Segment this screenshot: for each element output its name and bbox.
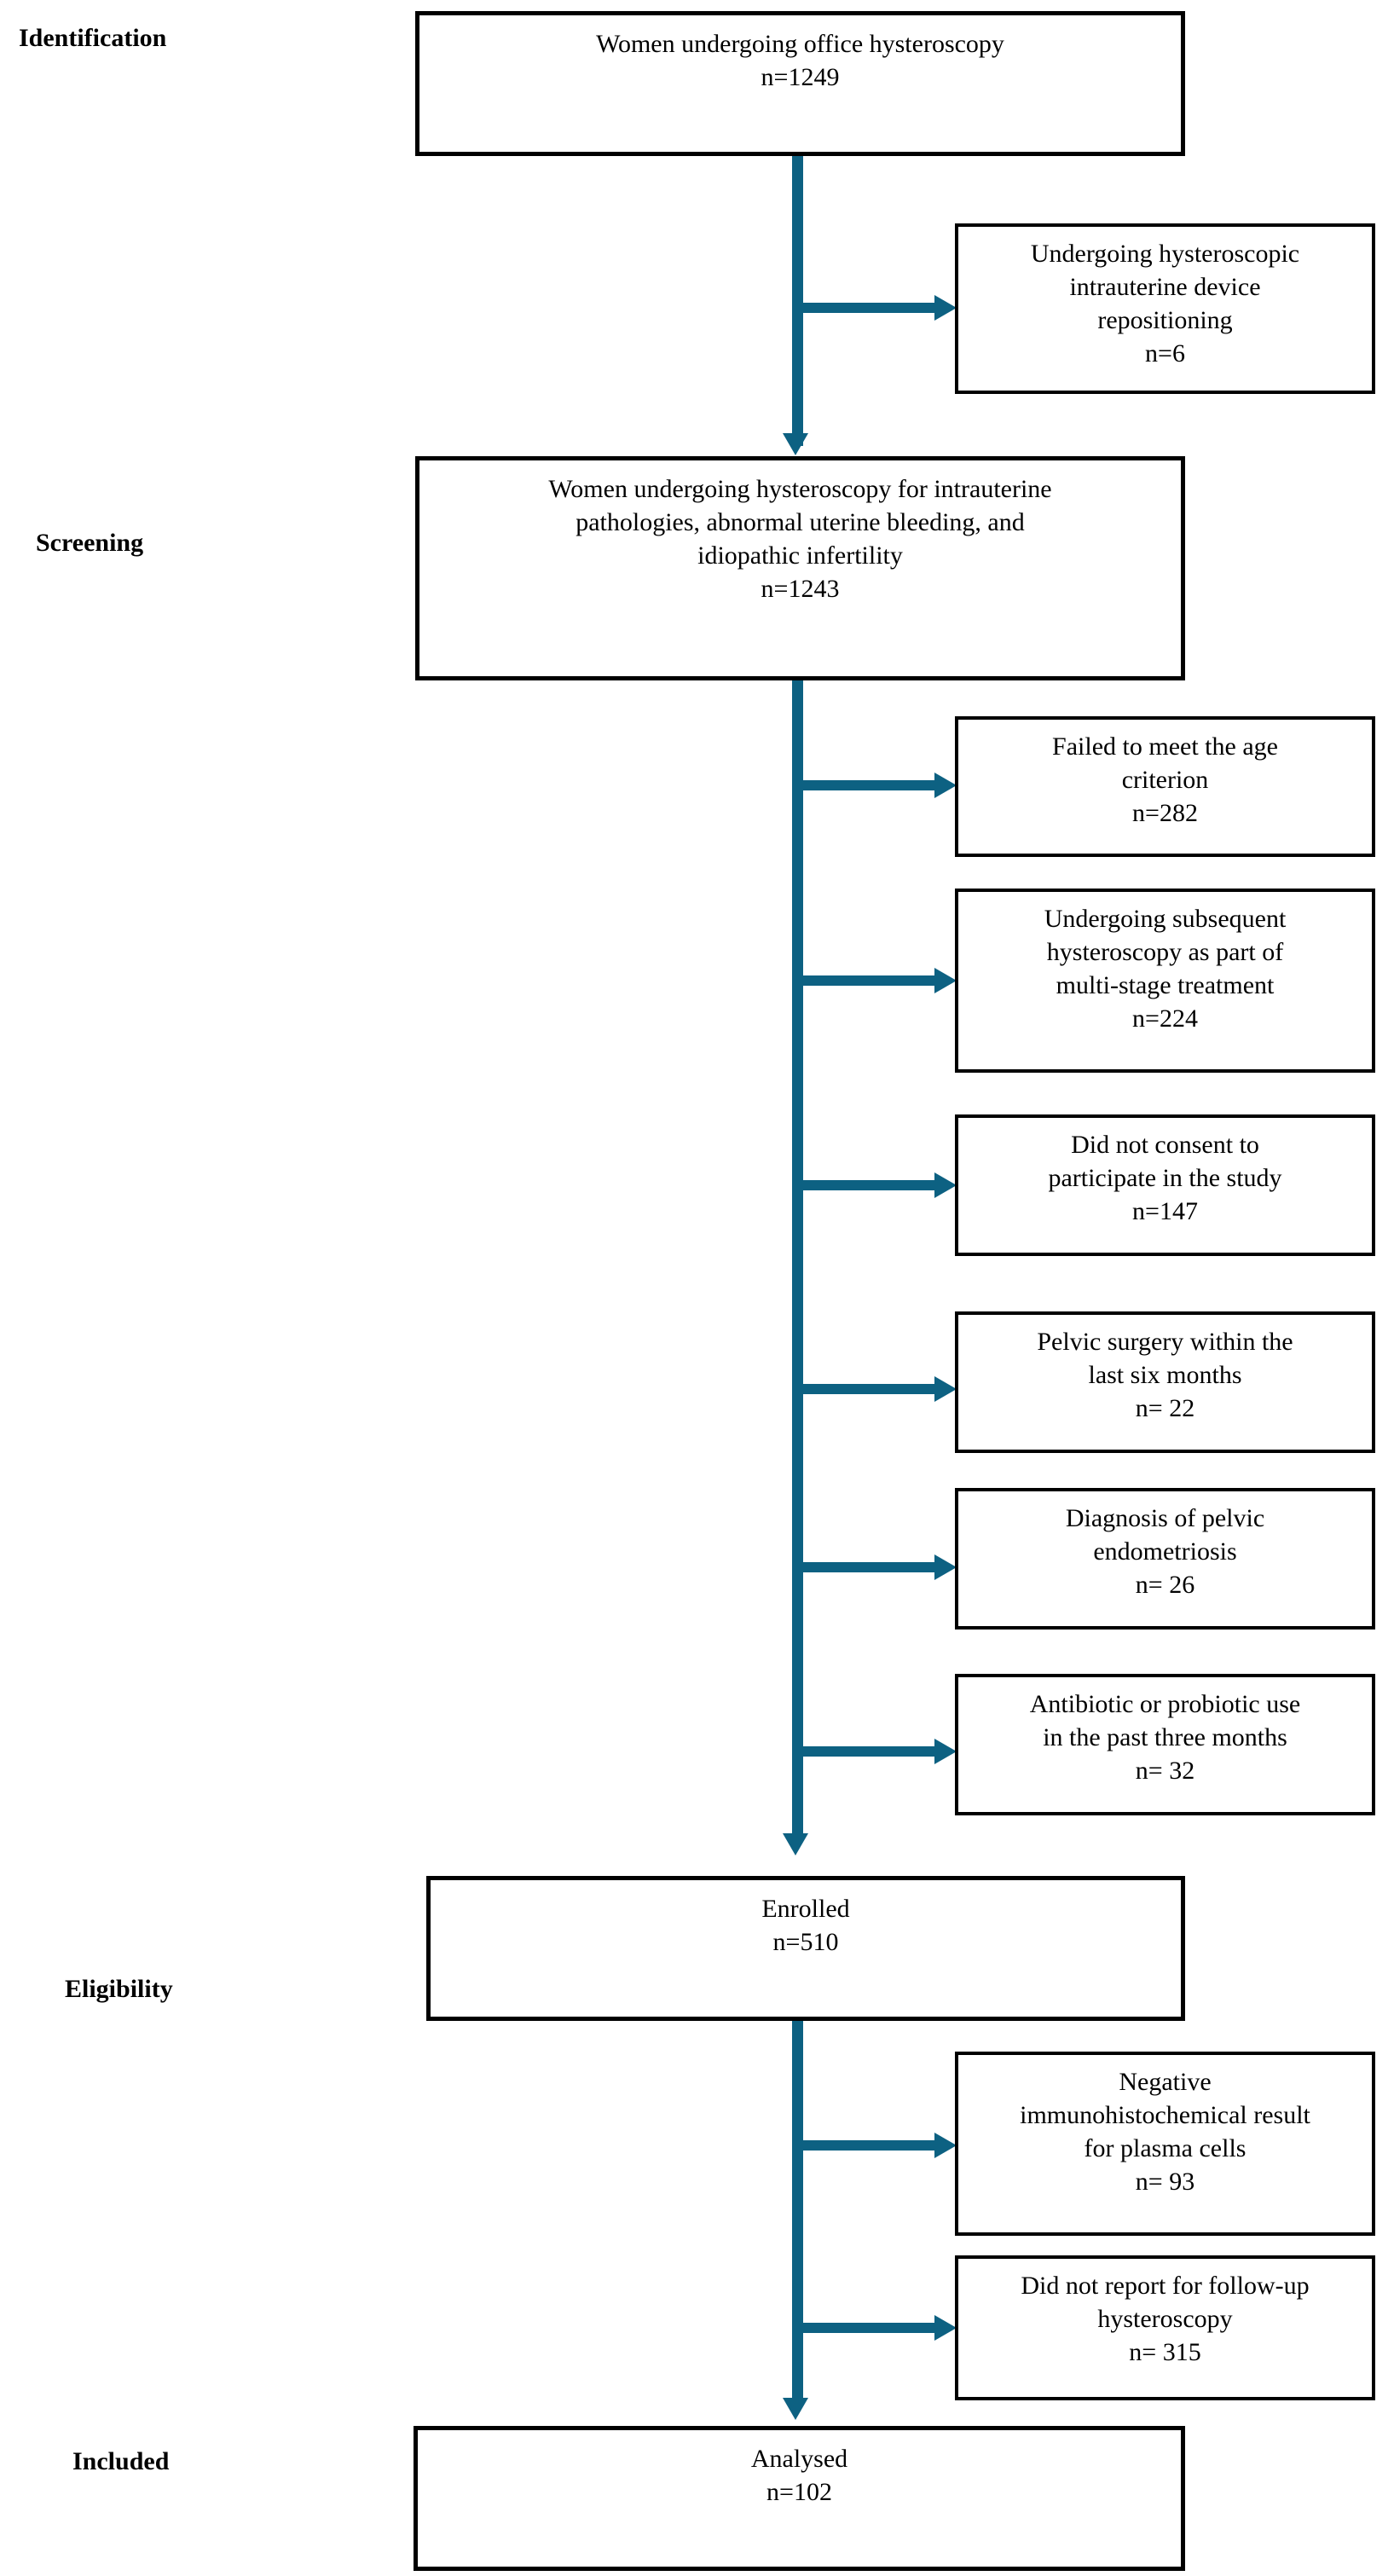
node-no-consent-text: Did not consent to participate in the st…: [1048, 1131, 1282, 1225]
connector-trunk-eligibility: [792, 2021, 803, 2405]
arrowhead-endometriosis: [934, 1554, 957, 1580]
node-negative-ihc[interactable]: Negative immunohistochemical result for …: [955, 2052, 1375, 2236]
connector-trunk-identification: [792, 156, 803, 446]
arrowhead-multi-stage-treatment: [934, 968, 957, 993]
arrowhead-age-criterion: [934, 773, 957, 798]
arrowhead-into-analysed-box: [783, 2398, 808, 2420]
node-hysteroscopy-indications[interactable]: Women undergoing hysteroscopy for intrau…: [415, 456, 1185, 680]
connector-branch-no-consent: [792, 1180, 942, 1190]
arrowhead-into-enrolled-box: [783, 1833, 808, 1855]
node-enrolled-text: Enrolled n=510: [761, 1895, 850, 1956]
connector-branch-pelvic-surgery: [792, 1384, 942, 1394]
node-endometriosis[interactable]: Diagnosis of pelvic endometriosis n= 26: [955, 1488, 1375, 1630]
arrowhead-iud-repositioning: [934, 295, 957, 321]
node-pelvic-surgery-text: Pelvic surgery within the last six month…: [1037, 1328, 1293, 1422]
node-age-criterion[interactable]: Failed to meet the age criterion n=282: [955, 716, 1375, 857]
arrowhead-antibiotic-probiotic: [934, 1739, 957, 1764]
node-no-follow-up-text: Did not report for follow-up hysteroscop…: [1021, 2272, 1310, 2366]
node-hysteroscopy-indications-text: Women undergoing hysteroscopy for intrau…: [548, 475, 1052, 603]
connector-branch-antibiotic-probiotic: [792, 1746, 942, 1757]
node-office-hysteroscopy[interactable]: Women undergoing office hysteroscopy n=1…: [415, 11, 1185, 156]
stage-label-screening: Screening: [36, 529, 144, 557]
arrowhead-no-follow-up: [934, 2315, 957, 2341]
arrowhead-into-screening-box: [783, 433, 808, 455]
node-pelvic-surgery[interactable]: Pelvic surgery within the last six month…: [955, 1311, 1375, 1453]
node-analysed[interactable]: Analysed n=102: [414, 2426, 1185, 2571]
connector-branch-endometriosis: [792, 1562, 942, 1572]
connector-branch-no-follow-up: [792, 2323, 942, 2333]
node-endometriosis-text: Diagnosis of pelvic endometriosis n= 26: [1065, 1504, 1265, 1599]
arrowhead-negative-ihc: [934, 2133, 957, 2158]
node-no-consent[interactable]: Did not consent to participate in the st…: [955, 1114, 1375, 1256]
node-iud-repositioning-text: Undergoing hysteroscopic intrauterine de…: [1030, 240, 1300, 368]
node-multi-stage-treatment-text: Undergoing subsequent hysteroscopy as pa…: [1044, 905, 1287, 1033]
connector-branch-iud-repositioning: [792, 303, 942, 313]
node-antibiotic-probiotic-text: Antibiotic or probiotic use in the past …: [1029, 1690, 1301, 1785]
node-multi-stage-treatment[interactable]: Undergoing subsequent hysteroscopy as pa…: [955, 889, 1375, 1073]
node-age-criterion-text: Failed to meet the age criterion n=282: [1052, 732, 1278, 827]
connector-branch-age-criterion: [792, 780, 942, 790]
node-negative-ihc-text: Negative immunohistochemical result for …: [1020, 2068, 1310, 2196]
stage-label-identification: Identification: [19, 24, 167, 52]
node-iud-repositioning[interactable]: Undergoing hysteroscopic intrauterine de…: [955, 223, 1375, 394]
node-no-follow-up[interactable]: Did not report for follow-up hysteroscop…: [955, 2255, 1375, 2400]
arrowhead-no-consent: [934, 1172, 957, 1198]
stage-label-included: Included: [72, 2447, 170, 2475]
connector-branch-multi-stage-treatment: [792, 975, 942, 986]
node-analysed-text: Analysed n=102: [750, 2445, 848, 2506]
connector-branch-negative-ihc: [792, 2140, 942, 2151]
node-antibiotic-probiotic[interactable]: Antibiotic or probiotic use in the past …: [955, 1674, 1375, 1815]
node-office-hysteroscopy-text: Women undergoing office hysteroscopy n=1…: [596, 30, 1004, 91]
connector-trunk-screening: [792, 680, 803, 1836]
stage-label-eligibility: Eligibility: [65, 1975, 173, 2003]
arrowhead-pelvic-surgery: [934, 1376, 957, 1402]
node-enrolled[interactable]: Enrolled n=510: [426, 1876, 1185, 2021]
